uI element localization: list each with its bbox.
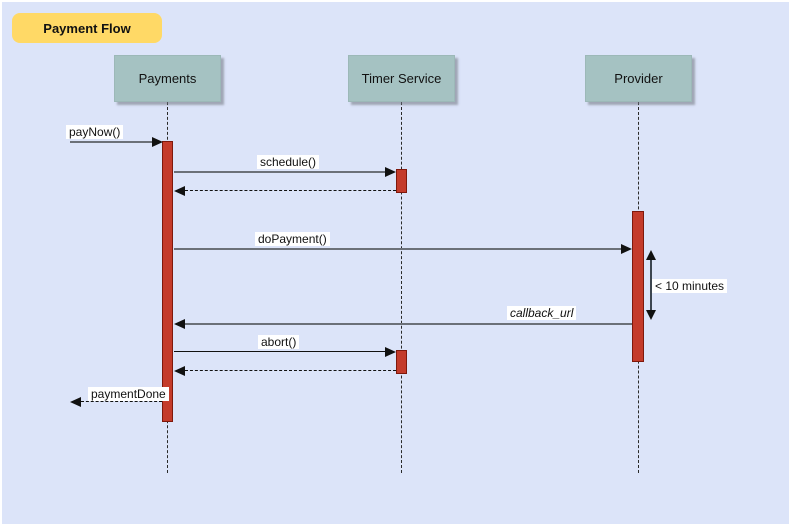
message-schedule-label: schedule() bbox=[257, 155, 320, 169]
activation-bar-payments bbox=[162, 141, 173, 422]
actor-box-provider: Provider bbox=[585, 55, 692, 102]
message-dopayment-label: doPayment() bbox=[255, 232, 330, 246]
arrowhead-down-icon bbox=[646, 310, 656, 320]
message-paymentdone-line bbox=[81, 401, 162, 402]
arrowhead-up-icon bbox=[646, 250, 656, 260]
message-callback-line bbox=[185, 323, 632, 325]
message-abort-line bbox=[174, 351, 386, 352]
duration-constraint-line bbox=[650, 258, 652, 312]
message-paymentdone-label: paymentDone bbox=[88, 387, 169, 401]
message-schedule-line bbox=[174, 171, 387, 173]
actor-box-timer-service: Timer Service bbox=[348, 55, 455, 102]
message-paynow-label: payNow() bbox=[66, 125, 124, 139]
diagram-canvas: Payment Flow Payments Timer Service Prov… bbox=[2, 2, 789, 524]
activation-bar-timer-abort bbox=[396, 350, 407, 374]
arrowhead-right-icon bbox=[385, 167, 396, 177]
actor-label-timer-service: Timer Service bbox=[361, 71, 442, 86]
lifeline-timer-service bbox=[401, 102, 402, 473]
message-abort-label: abort() bbox=[258, 335, 300, 349]
message-dopayment-line bbox=[174, 248, 622, 250]
arrowhead-left-icon bbox=[70, 397, 81, 407]
duration-constraint-label: < 10 minutes bbox=[652, 279, 728, 293]
message-schedule-return-line bbox=[185, 190, 396, 191]
arrowhead-right-icon bbox=[621, 244, 632, 254]
actor-label-provider: Provider bbox=[614, 71, 663, 86]
arrowhead-left-icon bbox=[174, 366, 185, 376]
message-abort-return-line bbox=[185, 370, 396, 371]
arrowhead-right-icon bbox=[152, 137, 163, 147]
arrowhead-left-icon bbox=[174, 319, 185, 329]
message-paynow-line bbox=[70, 141, 154, 143]
activation-bar-provider bbox=[632, 211, 644, 362]
actor-label-payments: Payments bbox=[138, 71, 197, 86]
diagram-title: Payment Flow bbox=[12, 13, 162, 43]
arrowhead-left-icon bbox=[174, 186, 185, 196]
actor-box-payments: Payments bbox=[114, 55, 221, 102]
message-callback-label: callback_url bbox=[507, 306, 577, 320]
arrowhead-right-icon bbox=[385, 347, 396, 357]
activation-bar-timer-schedule bbox=[396, 169, 407, 193]
